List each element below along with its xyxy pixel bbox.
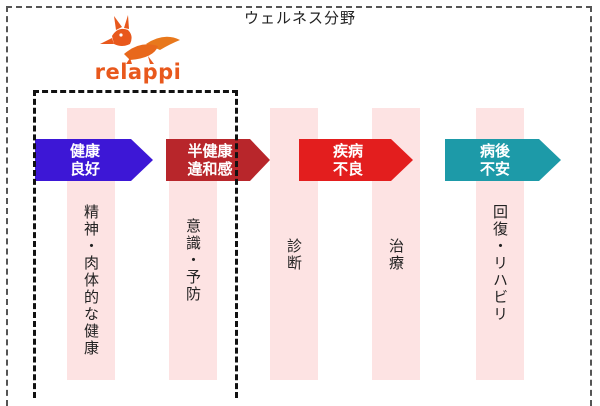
focus-highlight-box [33, 90, 238, 398]
column-label: 診断 [285, 238, 303, 272]
arrow-shape [166, 139, 270, 181]
arrow-healthy: 健康 良好 [35, 139, 153, 181]
column-label: 回復・リハビリ [491, 204, 509, 323]
arrow-semi-healthy: 半健康 違和感 [166, 139, 270, 181]
fox-icon [100, 15, 180, 64]
logo-text: relappi [94, 60, 182, 84]
arrow-post-illness: 病後 不安 [445, 139, 561, 181]
arrow-shape [35, 139, 153, 181]
page-title: ウェルネス分野 [243, 9, 356, 27]
column-label: 治療 [387, 238, 405, 272]
column-label: 意識・予防 [184, 218, 202, 303]
arrow-label: 病後 不安 [479, 142, 510, 178]
column-diagnosis: 診断 [270, 108, 318, 380]
arrow-illness: 疾病 不良 [299, 139, 413, 181]
relappi-logo: relappi [78, 14, 198, 86]
wellness-frame [6, 6, 592, 406]
arrow-label: 半健康 違和感 [187, 142, 233, 178]
arrow-label: 疾病 不良 [332, 142, 363, 178]
column-label: 精神・肉体的な健康 [82, 204, 100, 357]
arrow-shape [445, 139, 561, 181]
arrow-shape [299, 139, 413, 181]
arrow-label: 健康 良好 [69, 142, 100, 178]
